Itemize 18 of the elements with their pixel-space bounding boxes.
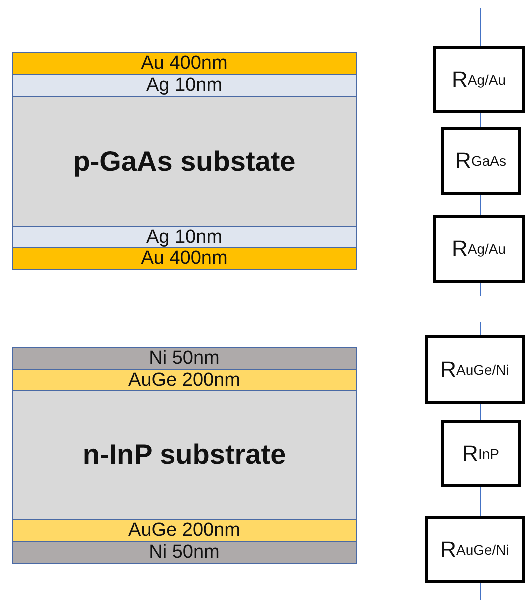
metal-layer: AuGe 200nm xyxy=(12,369,357,391)
metal-layer: Ag 10nm xyxy=(12,226,357,248)
wire xyxy=(480,404,482,420)
wire xyxy=(480,322,482,336)
metal-layer: Ag 10nm xyxy=(12,74,357,97)
wire xyxy=(480,582,482,600)
substrate-layer: p-GaAs substate xyxy=(12,96,357,227)
substrate-layer: n-InP substrate xyxy=(12,390,357,520)
wire xyxy=(480,194,482,216)
wire xyxy=(480,112,482,128)
wire xyxy=(480,8,482,46)
metal-layer: Au 400nm xyxy=(12,52,357,75)
metal-layer: Ni 50nm xyxy=(12,347,357,370)
wire xyxy=(480,282,482,296)
metal-layer: Au 400nm xyxy=(12,247,357,270)
metal-layer: Ni 50nm xyxy=(12,541,357,564)
wire xyxy=(480,486,482,516)
metal-layer: AuGe 200nm xyxy=(12,519,357,542)
